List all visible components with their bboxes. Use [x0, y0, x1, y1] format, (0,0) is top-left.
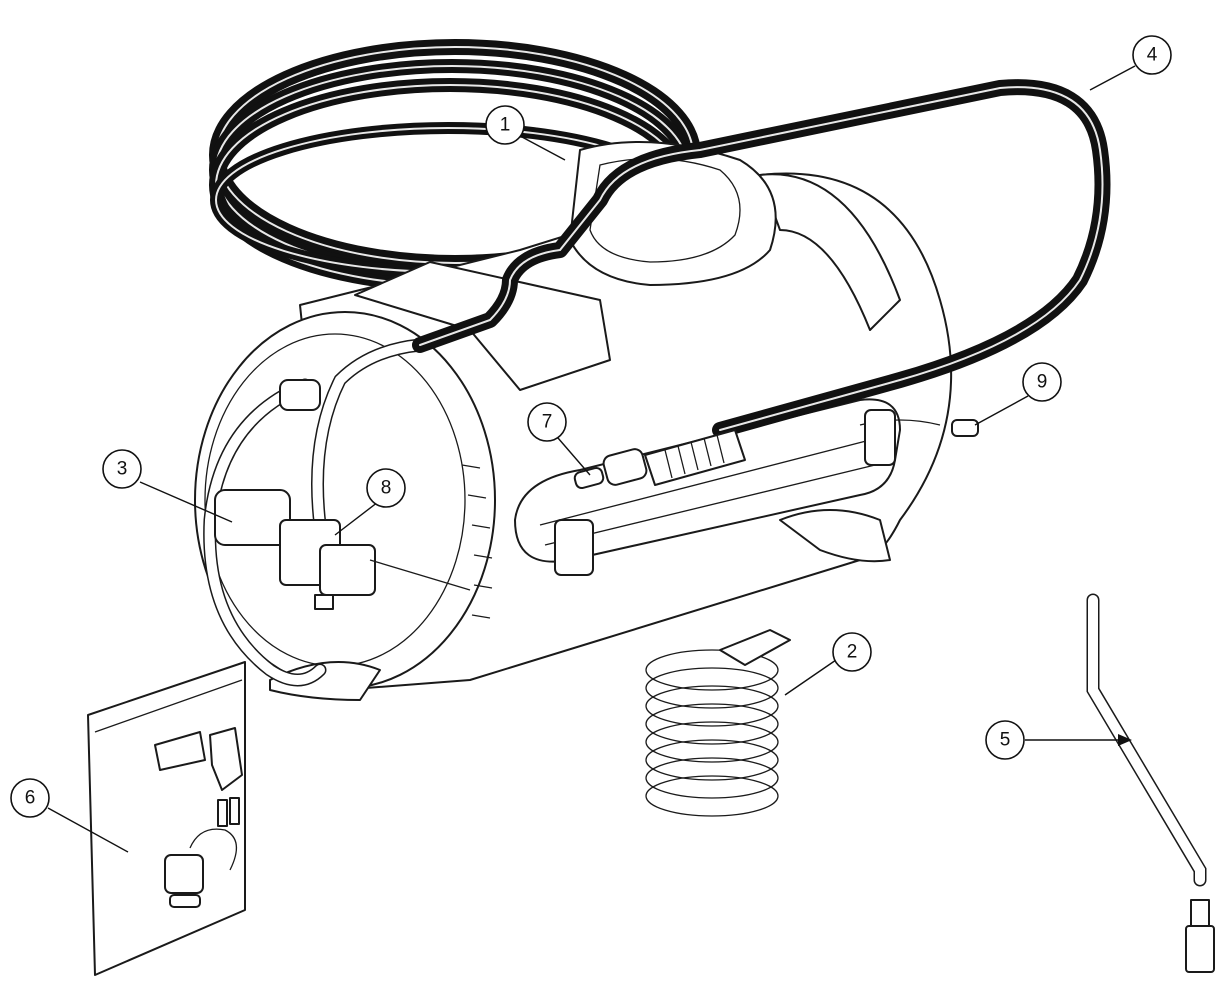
leader-7 — [557, 437, 591, 476]
coil-spring-accessory — [645, 629, 791, 817]
callout-8-label: 8 — [381, 478, 392, 499]
callout-4: 4 — [1132, 35, 1172, 75]
callout-1: 1 — [485, 105, 525, 145]
leader-4 — [1089, 65, 1136, 91]
callout-7: 7 — [527, 402, 567, 442]
leader-1 — [521, 136, 566, 161]
callout-3-label: 3 — [117, 459, 128, 480]
leader-2 — [784, 659, 837, 696]
pump-assembly — [203, 338, 471, 687]
spray-hose — [412, 79, 1111, 438]
callout-8: 8 — [366, 468, 406, 508]
callout-6: 6 — [10, 778, 50, 818]
arrowhead-5 — [1118, 734, 1132, 746]
callout-3: 3 — [102, 449, 142, 489]
callout-4-label: 4 — [1147, 45, 1158, 66]
callout-7-label: 7 — [542, 412, 553, 433]
callout-5: 5 — [985, 720, 1025, 760]
callout-9-label: 9 — [1037, 372, 1048, 393]
callout-2-label: 2 — [847, 642, 858, 663]
leader-lines — [47, 65, 1136, 853]
leader-8 — [334, 501, 379, 536]
leader-9 — [974, 395, 1029, 426]
leader-3 — [139, 481, 233, 523]
parts-bag — [87, 661, 246, 976]
leader-6 — [47, 807, 129, 853]
callout-5-label: 5 — [1000, 730, 1011, 751]
volume-graduations — [461, 464, 493, 619]
callout-6-label: 6 — [25, 788, 36, 809]
spray-wand-holder — [554, 409, 979, 576]
callout-2: 2 — [832, 632, 872, 672]
extension-wand — [1086, 593, 1215, 973]
callout-9: 9 — [1022, 362, 1062, 402]
callout-1-label: 1 — [500, 115, 511, 136]
